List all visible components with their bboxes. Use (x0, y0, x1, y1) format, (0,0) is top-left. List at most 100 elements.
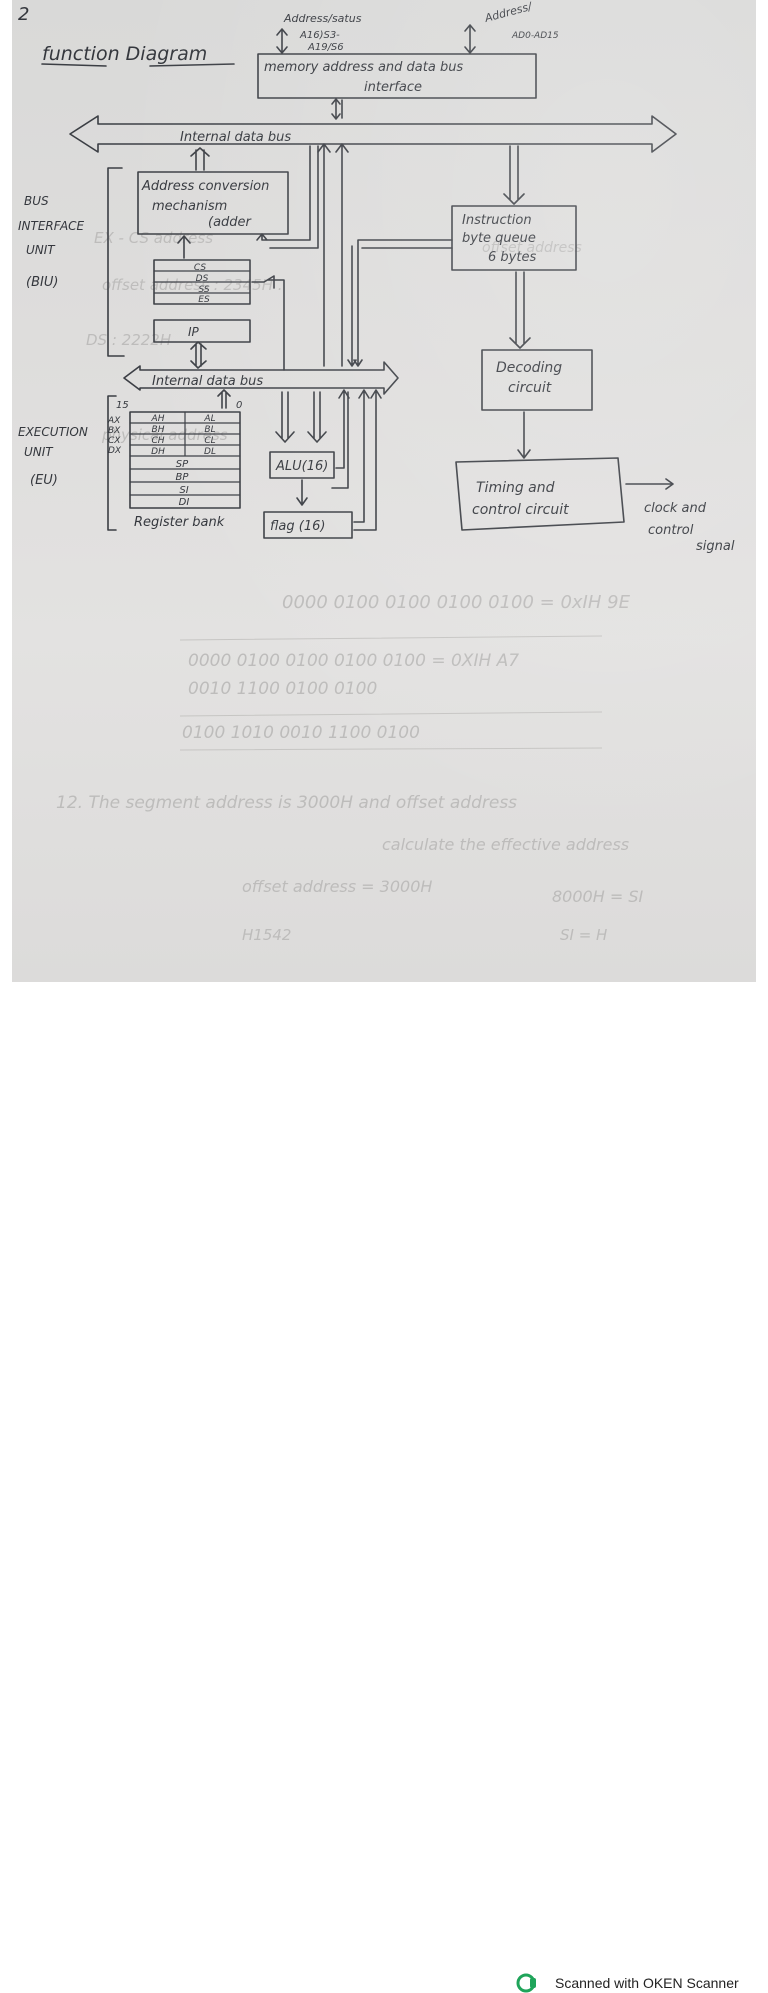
memory-interface-line-2: interface (364, 80, 422, 95)
decoder-to-timing-arrow (517, 411, 531, 459)
internal-bus-top-label: Internal data bus (180, 130, 291, 145)
svg-text:H1542: H1542 (242, 926, 291, 944)
top-address-labels: Address/satus A16)S3- A19/S6 Address/ AD… (276, 0, 559, 54)
svg-text:Decoding: Decoding (496, 360, 562, 376)
alu-flag-block: ALU(16) flag (16) (263, 389, 382, 539)
svg-text:offset address = 3000H: offset address = 3000H (242, 877, 432, 896)
top-left-bidirectional-arrow (276, 28, 288, 54)
heading-title: function Diagram (42, 43, 207, 65)
internal-bus-bottom-label: Internal data bus (152, 374, 263, 389)
svg-text:0000 0100 0100 0100 0100 = 0xI: 0000 0100 0100 0100 0100 = 0xIH 9E (282, 592, 631, 613)
bus-to-conversion-wire (256, 145, 311, 241)
svg-text:AH: AH (151, 414, 165, 424)
svg-text:offset address : 2345H .: offset address : 2345H . (102, 276, 283, 294)
svg-text:UNIT: UNIT (26, 243, 56, 257)
svg-text:BH: BH (152, 425, 165, 435)
internal-bus-bottom: Internal data bus (123, 361, 399, 395)
heading-number: 2 (18, 4, 29, 25)
internal-bus-top: Internal data bus (69, 115, 677, 153)
svg-text:6 bytes: 6 bytes (488, 250, 536, 265)
svg-text:SI = H: SI = H (560, 926, 607, 944)
svg-text:EX - CS address: EX - CS address (94, 229, 213, 247)
memory-interface-line-1: memory address and data bus (264, 60, 463, 75)
top-right-bidirectional-arrow (464, 24, 476, 54)
svg-text:AL: AL (203, 414, 215, 424)
instruction-queue-block: Instruction byte queue 6 bytes (451, 145, 577, 349)
svg-text:DH: DH (151, 447, 165, 457)
vertical-bus-wires (317, 143, 453, 367)
svg-text:Address conversion: Address conversion (141, 179, 269, 194)
timing-control-block: Timing and control circuit clock and con… (455, 457, 735, 554)
function-diagram: EX - CS address offset address : 2345H .… (18, 0, 735, 944)
svg-text:DS: DS (196, 274, 209, 284)
ip-register: IP (188, 325, 200, 339)
scanner-watermark-text: Scanned with OKEN Scanner (555, 1975, 739, 1991)
scanned-paper: EX - CS address offset address : 2345H .… (12, 0, 756, 982)
segment-register-block: CS DS SS ES IP (153, 235, 285, 371)
svg-text:(EU): (EU) (30, 473, 58, 488)
svg-text:BUS: BUS (24, 194, 49, 208)
svg-text:DL: DL (204, 447, 216, 457)
svg-text:DI: DI (179, 497, 190, 508)
bus-to-queue-arrow (503, 145, 525, 205)
svg-text:control circuit: control circuit (472, 502, 569, 518)
svg-text:calculate the effective addres: calculate the effective address (382, 835, 629, 854)
svg-text:mechanism: mechanism (152, 199, 227, 214)
page-heading: 2 function Diagram (18, 4, 235, 67)
bleed-through-marks: EX - CS address offset address : 2345H .… (56, 229, 643, 944)
a19-s6-label: A19/S6 (307, 42, 344, 53)
svg-text:BX: BX (108, 426, 121, 436)
a16-s3-label: A16)S3- (299, 30, 340, 41)
segment-side-connector (251, 275, 285, 371)
conversion-to-bus-arrow (190, 147, 210, 171)
decoding-block: Decoding circuit (481, 349, 593, 459)
svg-text:(BIU): (BIU) (26, 275, 58, 290)
svg-text:AX: AX (107, 416, 121, 426)
svg-text:CX: CX (108, 436, 121, 446)
svg-text:12. The segment address is 30: 12. The segment address is 3000H and off… (56, 793, 517, 813)
svg-text:SS: SS (198, 285, 209, 295)
svg-text:offset address: offset address (482, 240, 582, 256)
address-status-label: Address/satus (283, 12, 362, 25)
svg-text:Instruction: Instruction (462, 213, 532, 228)
svg-text:(adder: (adder (208, 215, 253, 230)
svg-text:0100 1010 0010 1100 0100: 0100 1010 0010 1100 0100 (182, 723, 420, 743)
svg-text:0000 0100 0100 0100 0100 = 0XI: 0000 0100 0100 0100 0100 = 0XIH A7 (188, 651, 519, 671)
clock-arrow (625, 478, 674, 490)
svg-text:circuit: circuit (508, 380, 552, 396)
svg-text:BL: BL (204, 425, 215, 435)
svg-text:CL: CL (204, 436, 215, 446)
queue-to-decoder-arrow (509, 271, 531, 349)
svg-text:DS : 2222H: DS : 2222H (86, 331, 171, 349)
eu-label: EXECUTION UNIT (EU) (18, 395, 117, 531)
register-bank-bus-arrow (217, 389, 231, 409)
register-bank: 15 0 AX BX CX DX AH AL BH BL CH CL DH DL… (107, 389, 242, 530)
scanner-logo-icon (516, 1973, 536, 1993)
alu-label: ALU(16) (275, 459, 328, 474)
biu-label: BUS INTERFACE UNIT (BIU) (18, 167, 125, 357)
memory-interface-block: memory address and data bus interface (257, 53, 537, 120)
ip-bidirectional-arrow (190, 341, 207, 369)
svg-text:ES: ES (198, 295, 210, 305)
svg-text:DX: DX (108, 446, 122, 456)
svg-text:control: control (648, 523, 694, 538)
svg-text:CH: CH (151, 436, 164, 446)
svg-text:Timing and: Timing and (476, 480, 555, 496)
svg-text:physical address: physical address (101, 426, 228, 444)
memory-to-bus-arrow (331, 98, 343, 120)
svg-text:clock and: clock and (644, 501, 707, 516)
svg-text:CS: CS (194, 263, 206, 273)
svg-text:EXECUTION: EXECUTION (18, 425, 88, 439)
svg-text:SI: SI (179, 485, 188, 496)
svg-text:UNIT: UNIT (24, 445, 54, 459)
bit-low-label: 0 (236, 400, 242, 411)
svg-text:byte queue: byte queue (462, 231, 536, 246)
ad-label: AD0-AD15 (511, 31, 559, 41)
bit-high-label: 15 (116, 400, 129, 411)
svg-text:8000H = SI: 8000H = SI (552, 887, 643, 906)
svg-text:signal: signal (696, 539, 735, 554)
address-right-label: Address/ (482, 0, 534, 25)
svg-text:0010 1100 0100 0100: 0010 1100 0100 0100 (188, 679, 377, 699)
svg-text:INTERFACE: INTERFACE (18, 219, 85, 233)
svg-text:SP: SP (176, 459, 189, 470)
